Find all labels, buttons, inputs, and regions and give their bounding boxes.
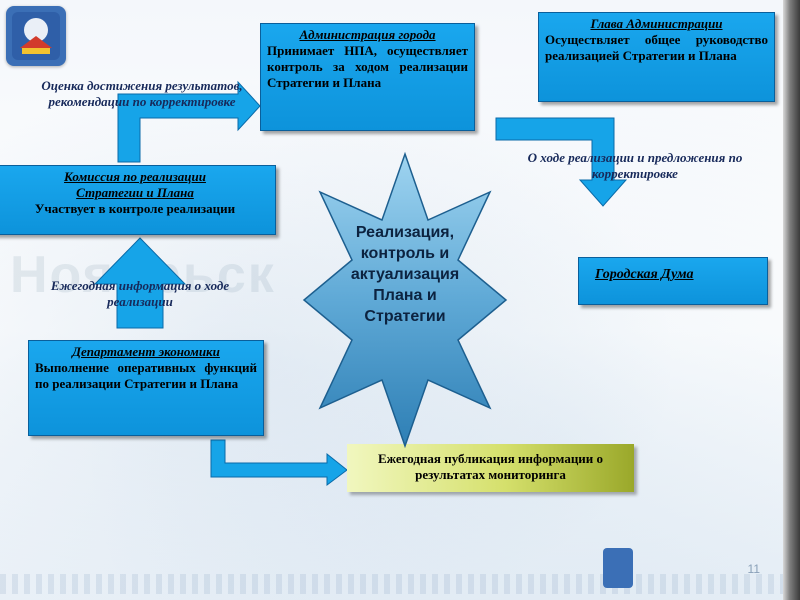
footer-emblem-icon xyxy=(603,548,633,588)
progress-report-label: О ходе реализации и предложения по корре… xyxy=(527,150,743,181)
city-duma-title: Городская Дума xyxy=(595,267,694,282)
center-star-text: Реализация, контроль и актуализация План… xyxy=(350,224,460,325)
city-administration-title: Администрация города xyxy=(299,27,436,42)
arrow-economy-to-publication xyxy=(210,439,348,486)
head-of-administration-text: Осуществляет общее руководство реализаци… xyxy=(545,32,768,63)
page-edge-shadow xyxy=(783,0,800,600)
head-of-administration-box: Глава Администрации Осуществляет общее р… xyxy=(538,12,775,102)
commission-title-line1: Комиссия по реализации xyxy=(64,169,206,184)
page-number: 11 xyxy=(747,562,760,576)
publication-text: Ежегодная публикация информации о резуль… xyxy=(377,451,604,482)
evaluation-label: Оценка достижения результатов, рекоменда… xyxy=(41,78,243,109)
publication-box: Ежегодная публикация информации о резуль… xyxy=(347,444,634,492)
commission-text: Участвует в контроле реализации xyxy=(34,201,236,216)
yearly-info-label: Ежегодная информация о ходе реализации xyxy=(50,278,230,309)
commission-title-line2: Стратегии и Плана xyxy=(76,185,194,200)
city-administration-text: Принимает НПА, осуществляет контроль за … xyxy=(267,43,468,90)
city-duma-box: Городская Дума xyxy=(578,257,768,305)
economy-department-text: Выполнение оперативных функций по реализ… xyxy=(35,360,257,391)
arrow-economy-to-commission xyxy=(93,237,187,329)
city-emblem-icon xyxy=(6,6,66,66)
economy-department-box: Департамент экономики Выполнение операти… xyxy=(28,340,264,436)
arrow-admin-to-duma xyxy=(495,117,628,207)
arrow-commission-to-admin xyxy=(117,80,261,163)
commission-box: Комиссия по реализации Стратегии и Плана… xyxy=(0,165,276,235)
head-of-administration-title: Глава Администрации xyxy=(590,16,723,31)
center-star-shape xyxy=(302,151,508,449)
city-administration-box: Администрация города Принимает НПА, осущ… xyxy=(260,23,475,131)
background-ornament xyxy=(0,574,785,594)
economy-department-title: Департамент экономики xyxy=(72,344,220,359)
